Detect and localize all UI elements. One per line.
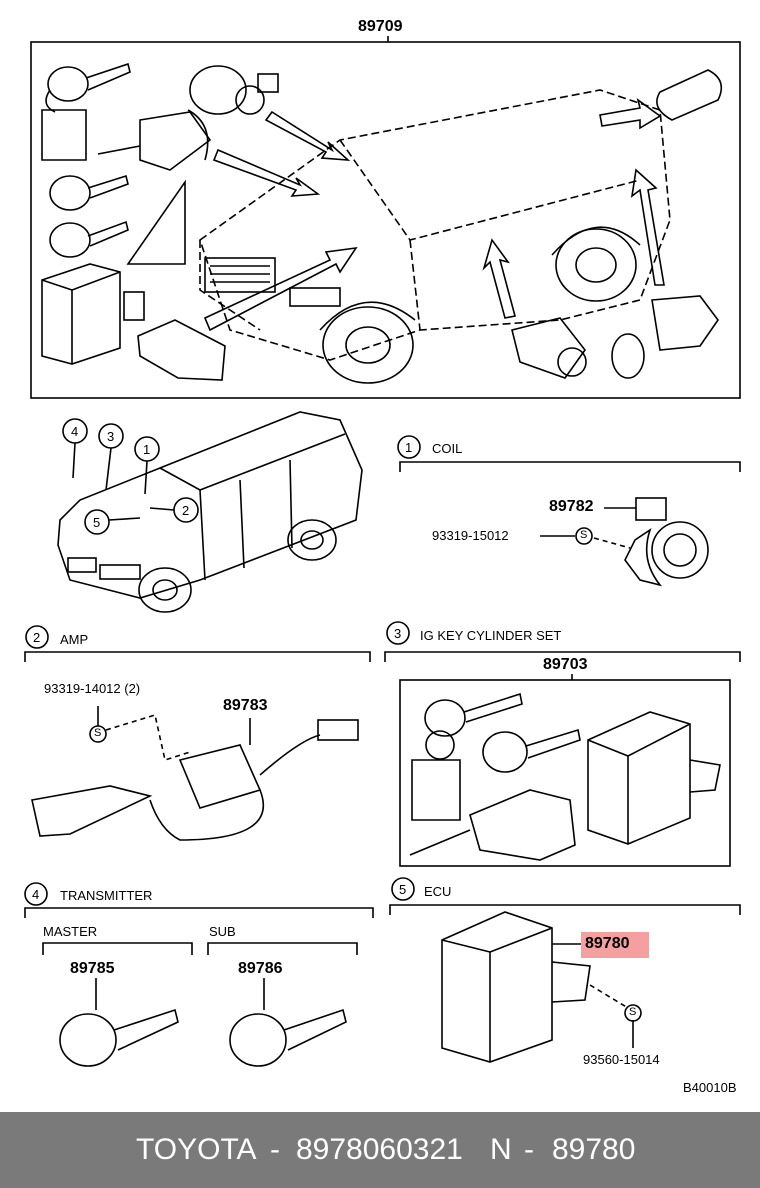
vehicle-outline <box>199 89 671 361</box>
parts-diagram <box>24 36 741 1067</box>
footer-oem-number: 8978060321 <box>296 1133 463 1166</box>
ecu-part-highlight <box>581 932 649 958</box>
locator-callout-5: 5 <box>93 515 101 530</box>
coil-part-number: 89782 <box>549 498 594 515</box>
footer-bar: TOYOTA - 8978060321 N - 89780 <box>0 1112 760 1188</box>
ecu-index-circle <box>391 877 415 901</box>
coil-drawing <box>540 497 709 587</box>
main-group-frame <box>30 41 741 399</box>
vehicle-wheels <box>319 226 641 384</box>
pointer-arrows <box>203 98 665 332</box>
ecu-index: 5 <box>399 882 407 897</box>
main-ecu <box>41 263 145 365</box>
transmitter-title: TRANSMITTER <box>60 888 153 903</box>
footer-n-value: 89780 <box>552 1133 636 1166</box>
coil-index: 1 <box>405 440 413 455</box>
ecu-part-number: 89780 <box>585 935 630 952</box>
transmitter-drawing <box>59 978 347 1067</box>
footer-separator-2: - <box>524 1133 534 1166</box>
ig-key-part-number: 89703 <box>543 656 588 673</box>
ig-key-index-circle <box>386 621 410 645</box>
ecu-screw-number: 93560-15014 <box>583 1052 660 1067</box>
main-keys <box>41 62 131 258</box>
amp-drawing <box>31 706 359 841</box>
vehicle-grille <box>204 257 341 307</box>
locator-callout-3: 3 <box>107 429 115 444</box>
transmitter-master-part-number: 89785 <box>70 960 115 977</box>
coil-index-circle <box>397 435 421 459</box>
ecu-screw-symbol: S <box>629 1006 637 1018</box>
amp-title: AMP <box>60 632 89 647</box>
transmitter-index-circle <box>24 882 48 906</box>
ecu-drawing <box>441 911 634 1063</box>
figure-code: B40010B <box>683 1080 737 1095</box>
screw-symbols <box>89 527 642 1022</box>
amp-part-number: 89783 <box>223 697 268 714</box>
ig-key-index: 3 <box>394 626 402 641</box>
locator-callout-2: 2 <box>182 503 190 518</box>
amp-index-circle <box>25 625 49 649</box>
coil-screw-number: 93319-15012 <box>432 528 509 543</box>
section-brackets <box>24 461 741 955</box>
main-cylinders <box>97 65 723 381</box>
amp-screw-number: 93319-14012 (2) <box>44 681 141 696</box>
footer-brand: TOYOTA <box>136 1133 257 1166</box>
coil-screw-symbol: S <box>580 529 588 541</box>
main-group-part-number: 89709 <box>358 18 403 35</box>
coil-title: COIL <box>432 441 463 456</box>
transmitter-index: 4 <box>32 887 40 902</box>
ig-key-frame <box>399 679 731 867</box>
transmitter-sub-part-number: 89786 <box>238 960 283 977</box>
transmitter-master-label: MASTER <box>43 924 98 939</box>
ig-key-drawing <box>409 692 721 861</box>
locator-callout-1: 1 <box>143 442 151 457</box>
amp-screw-symbol: S <box>94 727 102 739</box>
amp-index: 2 <box>33 630 41 645</box>
locator-callout-4: 4 <box>71 424 79 439</box>
ecu-title: ECU <box>424 884 452 899</box>
footer-separator-1: - <box>270 1133 280 1166</box>
transmitter-sub-label: SUB <box>209 924 236 939</box>
locator-callout-circles <box>62 418 199 535</box>
ig-key-title: IG KEY CYLINDER SET <box>420 628 562 643</box>
footer-n-label: N <box>490 1133 512 1166</box>
